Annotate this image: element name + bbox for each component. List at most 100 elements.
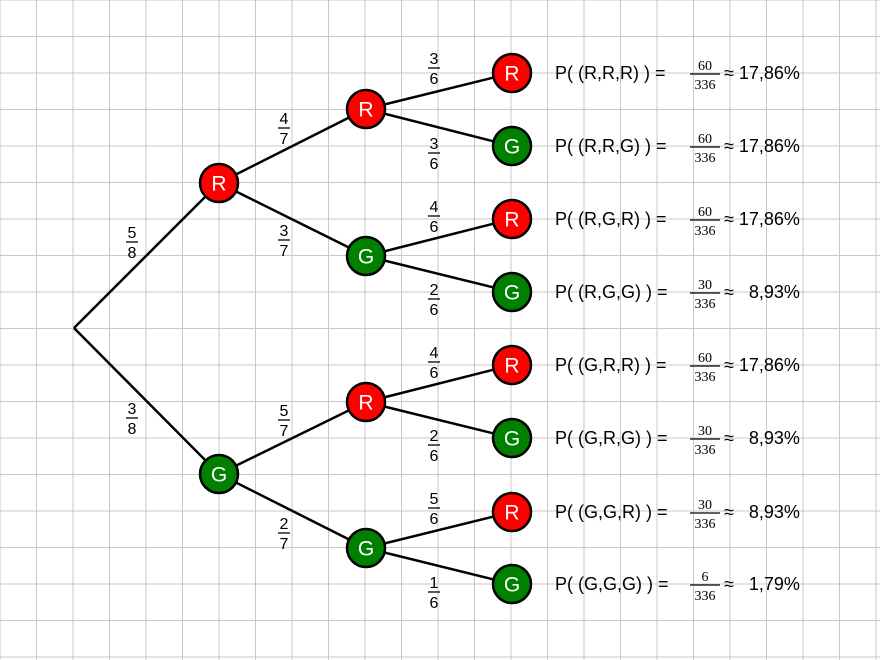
edge-level2-to-level3-0 — [365, 71, 513, 111]
outcome-approximation: ≈ 17,86% — [724, 209, 800, 229]
node-level1-0: R — [198, 162, 240, 204]
fraction-denominator: 8 — [128, 421, 137, 438]
fraction-denominator: 7 — [280, 423, 289, 440]
node-level3-2: R — [491, 198, 533, 240]
fraction-denominator: 8 — [128, 245, 137, 262]
outcome-approximation: ≈ 17,86% — [724, 63, 800, 83]
node-circle — [491, 417, 533, 459]
node-label: R — [504, 502, 519, 525]
outcome-denominator: 336 — [695, 151, 716, 166]
branch-label-level3-4: 46 — [428, 345, 440, 382]
fraction-numerator: 2 — [280, 516, 289, 533]
fraction-denominator: 6 — [430, 511, 439, 528]
edge-level1-to-level2-2 — [218, 400, 367, 476]
node-level2-1: G — [345, 235, 387, 277]
node-level1-1: G — [198, 453, 240, 495]
node-circle — [491, 125, 533, 167]
fraction-numerator: 5 — [128, 225, 137, 242]
outcome-numerator: 60 — [698, 205, 712, 220]
node-label: G — [504, 282, 520, 305]
branch-label-level3-5: 26 — [428, 428, 440, 465]
branch-label-level1-1: 38 — [126, 401, 138, 438]
node-label: G — [504, 574, 520, 597]
branch-label-level2-0: 47 — [278, 111, 290, 148]
branch-label-level3-7: 16 — [428, 575, 440, 612]
node-label: G — [358, 538, 374, 561]
branch-label-level3-1: 36 — [428, 136, 440, 173]
edge-level1-to-level2-0 — [218, 107, 367, 185]
outcome-denominator: 336 — [695, 517, 716, 532]
node-circle — [345, 235, 387, 277]
outcome-label: P( (G,G,R) ) = — [555, 502, 668, 522]
edge-level2-to-level3-2 — [365, 217, 513, 258]
outcome-label: P( (R,R,G) ) = — [555, 136, 667, 156]
edge-level1-to-level2-1 — [218, 181, 367, 258]
outcome-numerator: 6 — [702, 570, 709, 585]
node-circle — [198, 453, 240, 495]
tree-nodes: R G R G R G R G R G R G R G — [198, 52, 533, 605]
outcome-denominator: 336 — [695, 589, 716, 604]
fraction-denominator: 6 — [430, 219, 439, 236]
fraction-numerator: 3 — [280, 223, 289, 240]
edge-level2-to-level3-5 — [365, 400, 513, 440]
branch-label-level3-0: 36 — [428, 51, 440, 88]
node-label: R — [358, 392, 373, 415]
fraction-numerator: 4 — [280, 111, 289, 128]
node-level3-3: G — [491, 271, 533, 313]
branch-label-level3-3: 26 — [428, 282, 440, 319]
outcome-numerator: 30 — [698, 424, 712, 439]
fraction-numerator: 5 — [280, 403, 289, 420]
node-label: G — [504, 428, 520, 451]
edge-root-to-level1-0 — [73, 182, 220, 329]
node-label: G — [504, 136, 520, 159]
outcome-denominator: 336 — [695, 297, 716, 312]
outcome-label: P( (R,R,R) ) = — [555, 63, 666, 83]
node-level3-4: R — [491, 344, 533, 386]
node-circle — [491, 52, 533, 94]
branch-label-level3-6: 56 — [428, 491, 440, 528]
fraction-numerator: 4 — [430, 199, 439, 216]
edge-root-to-level1-1 — [73, 327, 220, 475]
node-circle — [491, 198, 533, 240]
node-label: R — [504, 209, 519, 232]
outcome-approximation: ≈ 17,86% — [724, 136, 800, 156]
node-circle — [491, 344, 533, 386]
node-circle — [345, 381, 387, 423]
outcome-denominator: 336 — [695, 443, 716, 458]
fraction-denominator: 6 — [430, 71, 439, 88]
fraction-numerator: 5 — [430, 491, 439, 508]
node-label: R — [504, 355, 519, 378]
fraction-denominator: 7 — [280, 243, 289, 260]
node-level3-5: G — [491, 417, 533, 459]
outcome-row: P( (R,R,G) ) = 60 336 ≈ 17,86% — [555, 132, 800, 166]
outcome-denominator: 336 — [695, 78, 716, 93]
node-circle — [491, 271, 533, 313]
fraction-denominator: 6 — [430, 448, 439, 465]
fraction-numerator: 2 — [430, 428, 439, 445]
outcome-approximation: ≈ 8,93% — [724, 282, 800, 302]
outcome-numerator: 60 — [698, 132, 712, 147]
fraction-numerator: 4 — [430, 345, 439, 362]
node-level3-0: R — [491, 52, 533, 94]
edge-level2-to-level3-3 — [365, 254, 513, 294]
fraction-denominator: 7 — [280, 536, 289, 553]
edge-level2-to-level3-6 — [365, 510, 513, 550]
node-circle — [491, 491, 533, 533]
node-level2-0: R — [345, 88, 387, 130]
node-label: R — [211, 173, 226, 196]
outcome-denominator: 336 — [695, 370, 716, 385]
fraction-numerator: 1 — [430, 575, 439, 592]
outcome-numerator: 30 — [698, 278, 712, 293]
branch-label-level1-0: 58 — [126, 225, 138, 262]
node-level2-2: R — [345, 381, 387, 423]
fraction-numerator: 3 — [430, 136, 439, 153]
outcome-approximation: ≈ 8,93% — [724, 428, 800, 448]
fraction-denominator: 6 — [430, 156, 439, 173]
node-level2-3: G — [345, 527, 387, 569]
